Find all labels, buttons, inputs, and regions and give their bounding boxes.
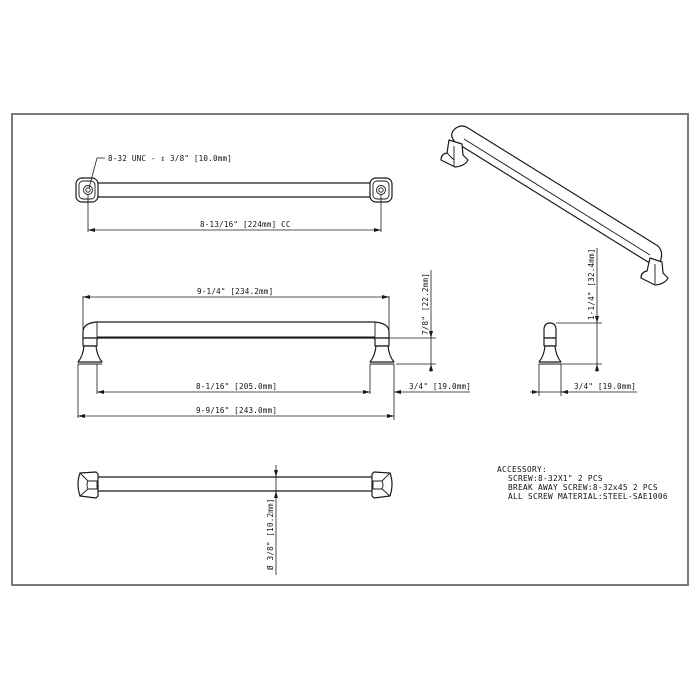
isometric-bar [451,125,663,263]
accessory-heading: ACCESSORY: [497,465,547,474]
front-view-left-foot [77,337,103,365]
bottom-view: Ø 3/8" [10.2mm] [77,465,393,575]
front-view: 9-1/4" [234.2mm] 7/8" [22.2mm] 8-1/16" [… [77,270,471,420]
side-foot-width-dimension: 3/4" [19.0mm] [574,382,636,391]
bottom-view-bar [95,476,375,492]
bottom-view-right-post [371,471,393,499]
bar-diameter-dimension: Ø 3/8" [10.2mm] [266,498,275,570]
side-view: 1-1/4" [32.4mm] 3/4" [19.0mm] [530,248,637,396]
top-view-left-post [75,177,99,203]
top-view: 8-32 UNC - ↧ 3/8" [10.0mm] 8-13/16" [224… [75,154,393,232]
isometric-left-foot [440,139,469,168]
accessory-line: BREAK AWAY SCREW:8-32x45 2 PCS [508,483,658,492]
isometric-view [440,125,669,286]
projection-dimension: 1-1/4" [32.4mm] [587,248,596,320]
front-view-bar [82,321,390,339]
side-view-knob [543,322,557,339]
hole-callout: 8-32 UNC - ↧ 3/8" [10.0mm] [108,154,232,163]
front-view-right-foot [369,337,395,365]
accessory-line: SCREW:8-32X1" 2 PCS [508,474,603,483]
top-view-bar [95,182,375,198]
accessory-line: ALL SCREW MATERIAL:STEEL-SAE1006 [508,492,668,501]
isometric-right-foot [640,257,669,286]
bottom-view-left-post [77,471,99,499]
front-foot-width-dimension: 3/4" [19.0mm] [409,382,471,391]
bar-height-dimension: 7/8" [22.2mm] [421,273,430,335]
accessory-notes: ACCESSORY: SCREW:8-32X1" 2 PCS BREAK AWA… [497,465,668,501]
center-to-center-dimension: 8-13/16" [224mm] CC [200,220,291,229]
overall-length-dimension: 9-9/16" [243.0mm] [196,406,277,415]
inner-length-dimension: 8-1/16" [205.0mm] [196,382,277,391]
bar-length-dimension: 9-1/4" [234.2mm] [197,287,273,296]
drawing-frame [11,113,689,586]
